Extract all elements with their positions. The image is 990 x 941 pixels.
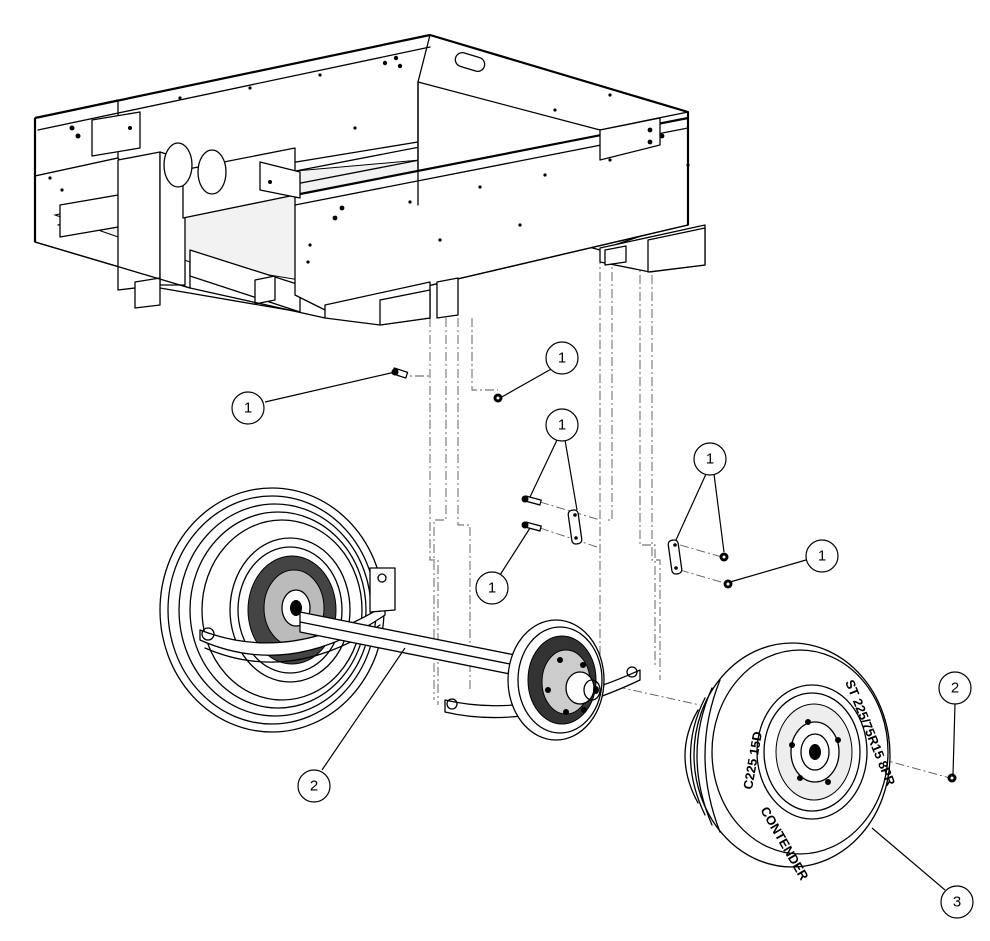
callout-label: 2 bbox=[310, 778, 318, 795]
nut-icon bbox=[723, 579, 733, 589]
bolt-icon bbox=[391, 367, 409, 379]
spring-plate-icon bbox=[567, 509, 583, 545]
callout-label: 2 bbox=[951, 680, 959, 697]
callout-bubble: 1 bbox=[545, 341, 579, 375]
callout-bubble: 3 bbox=[940, 885, 974, 919]
callout-bubble: 1 bbox=[231, 391, 265, 425]
callouts: 1 1 1 1 1 1 bbox=[231, 341, 974, 919]
spring-plate-icon bbox=[667, 539, 683, 575]
callout-bubble: 1 bbox=[693, 442, 727, 476]
callout-label: 1 bbox=[558, 350, 566, 367]
nut-icon bbox=[719, 552, 729, 562]
callout-label: 1 bbox=[818, 548, 826, 565]
callout-bubble: 1 bbox=[545, 408, 579, 442]
callout-label: 1 bbox=[706, 451, 714, 468]
trailer-body bbox=[33, 33, 706, 326]
callout-bubble: 1 bbox=[805, 539, 839, 573]
mounting-holes bbox=[48, 55, 690, 264]
bolt-icon bbox=[521, 521, 542, 532]
axle bbox=[299, 611, 641, 741]
left-wheel-assembly bbox=[159, 487, 396, 733]
callout-bubble: 1 bbox=[475, 571, 509, 605]
callout-label: 1 bbox=[244, 400, 252, 417]
nut-icon bbox=[493, 393, 503, 403]
callout-label: 1 bbox=[558, 417, 566, 434]
bolt-icon bbox=[521, 495, 542, 506]
nut-icon bbox=[947, 773, 957, 783]
callout-label: 1 bbox=[488, 580, 496, 597]
callout-label: 3 bbox=[953, 894, 961, 911]
callout-bubble: 2 bbox=[938, 671, 972, 705]
right-wheel-assembly: CONTENDER C225 15D ST 225/75R15 8PR bbox=[684, 642, 899, 883]
hardware-bolts-and-nuts bbox=[391, 367, 957, 783]
callout-bubble: 2 bbox=[297, 769, 331, 803]
